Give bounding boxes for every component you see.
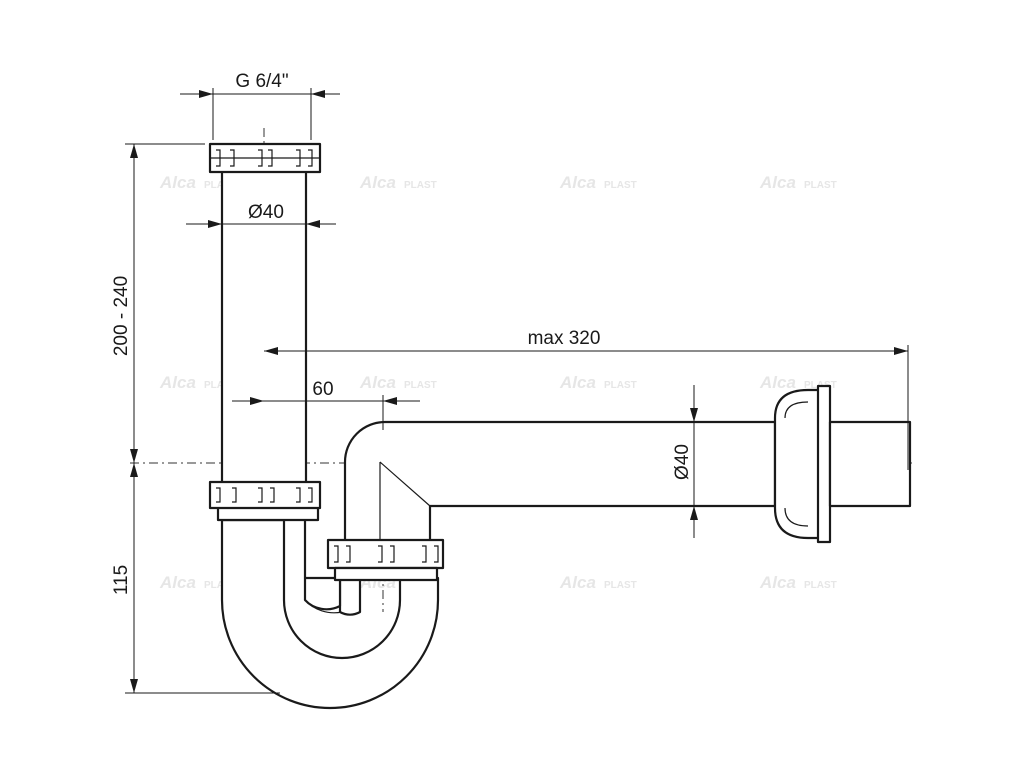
watermark-brand-0-0: Alca [159,173,196,192]
trap-height-dimension [125,463,280,694]
height-range-dimension [125,143,205,463]
watermark-brand-sub-0-3: PLAST [804,180,837,191]
wall-tube [828,420,912,508]
offset-dimension [232,395,420,430]
watermark-brand-1-3: Alca [759,373,796,392]
horizontal-diameter-dimension [690,385,698,538]
thread-label: G 6/4" [235,71,288,92]
watermark-brand-sub-2-2: PLAST [604,580,637,591]
watermark-brand-sub-0-1: PLAST [404,180,437,191]
watermark-brand-0-3: Alca [759,173,796,192]
vertical-diameter-dimension [186,220,336,228]
watermark-brand-1-2: Alca [559,373,596,392]
watermark-brand-1-0: Alca [159,373,196,392]
horizontal-diameter-label: Ø40 [672,444,693,480]
watermark-brand-sub-2-3: PLAST [804,580,837,591]
trap-inner-tube [303,518,342,611]
watermark-brand-sub-1-1: PLAST [404,380,437,391]
watermark-brand-sub-0-0: PLAST [204,180,237,191]
watermark-brand-1-1: Alca [359,373,396,392]
lower-nut [208,480,322,510]
outlet-nut [326,538,445,582]
watermark-brand-sub-1-2: PLAST [604,380,637,391]
wall-rosette [773,384,912,544]
outlet-elbow [343,420,777,547]
watermark-brand-sub-1-0: PLAST [204,380,237,391]
watermark-brand-2-3: Alca [759,573,796,592]
watermark-brand-2-0: Alca [159,573,196,592]
watermark-brand-sub-2-0: PLAST [204,580,237,591]
trap-outlet-body [338,576,362,616]
trap-u-bend [220,518,440,710]
watermark-brand-0-2: Alca [559,173,596,192]
offset-label: 60 [312,379,333,400]
top-nut [208,142,322,174]
max-length-dimension [264,345,909,470]
outlet-elbow-inner [379,461,431,545]
thread-dimension [180,88,340,140]
max-length-label: max 320 [528,328,601,349]
vertical-diameter-label: Ø40 [248,202,284,223]
watermark-brand-sub-0-2: PLAST [604,180,637,191]
trap-height-label: 115 [111,565,132,595]
watermark-brand-0-1: Alca [359,173,396,192]
height-range-label: 200 - 240 [111,276,132,356]
watermark-brand-2-2: Alca [559,573,596,592]
